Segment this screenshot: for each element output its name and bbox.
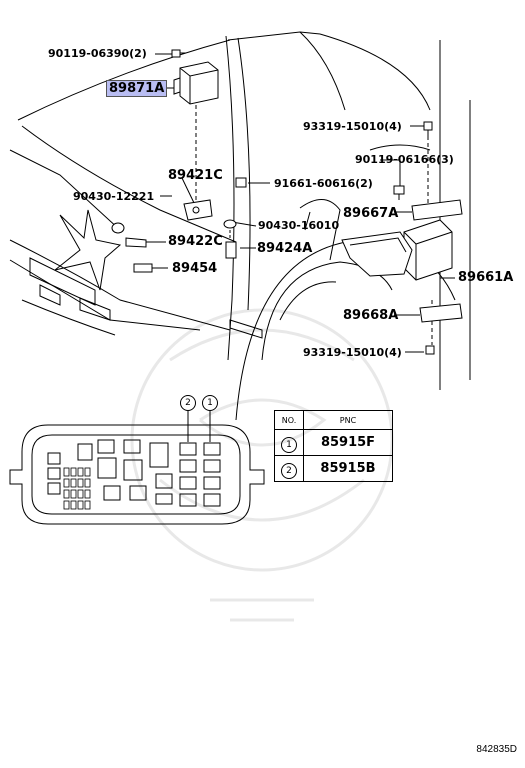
part-89667a-bracket: [411, 199, 463, 221]
part-bolt-90119-06390: [171, 49, 186, 58]
label-93319-15010-bottom: 93319-15010(4): [303, 346, 402, 359]
table-row: 2 85915B: [274, 455, 393, 482]
pnc-table: NO. PNC 1 85915F 2 85915B: [274, 410, 393, 482]
label-89424a: 89424A: [257, 241, 313, 256]
diagram-id: 842835D: [476, 744, 517, 755]
part-bolt-93319-top: [423, 121, 433, 138]
label-89661a: 89661A: [458, 270, 514, 285]
label-89421c: 89421C: [168, 168, 223, 183]
label-89668a: 89668A: [343, 308, 399, 323]
part-90430-16010-washer: [223, 219, 237, 229]
label-90119-06390: 90119-06390(2): [48, 47, 147, 60]
pnc-value[interactable]: 85915B: [303, 455, 393, 482]
label-90430-12221: 90430-12221: [73, 190, 155, 203]
part-89421c-sensor: [183, 199, 213, 221]
part-89871a-relay: [173, 61, 219, 105]
label-93319-15010-top: 93319-15010(4): [303, 120, 402, 133]
vehicle-body-outline: [9, 31, 471, 421]
part-bolt-90119-06166: [393, 185, 405, 200]
label-89871a-highlighted[interactable]: 89871A: [106, 80, 168, 97]
label-91661-60616: 91661-60616(2): [274, 177, 373, 190]
row-number-circle: 2: [281, 463, 297, 479]
part-bolt-91661: [235, 177, 247, 188]
table-row: 1 85915F: [274, 429, 393, 456]
part-89661a-ecu: [341, 219, 453, 281]
part-bolt-93319-bottom: [425, 345, 435, 355]
label-89422c: 89422C: [168, 234, 223, 249]
label-89667a: 89667A: [343, 206, 399, 221]
label-90430-16010: 90430-16010: [258, 219, 340, 232]
part-89422c-sensor: [125, 237, 147, 248]
part-89424a-sensor: [225, 241, 237, 259]
header-pnc: PNC: [303, 410, 393, 430]
label-89454: 89454: [172, 261, 218, 276]
callout-1: 1: [202, 395, 218, 411]
fuse-box: [9, 424, 265, 525]
pnc-table-header: NO. PNC: [274, 410, 393, 430]
part-89454-sensor: [133, 263, 153, 273]
part-89668a-bracket: [419, 303, 463, 323]
row-number-circle: 1: [281, 437, 297, 453]
part-90430-12221-washer: [111, 222, 125, 234]
label-90119-06166: 90119-06166(3): [355, 153, 454, 166]
pnc-value[interactable]: 85915F: [303, 429, 393, 456]
header-no: NO.: [274, 410, 304, 430]
callout-2: 2: [180, 395, 196, 411]
